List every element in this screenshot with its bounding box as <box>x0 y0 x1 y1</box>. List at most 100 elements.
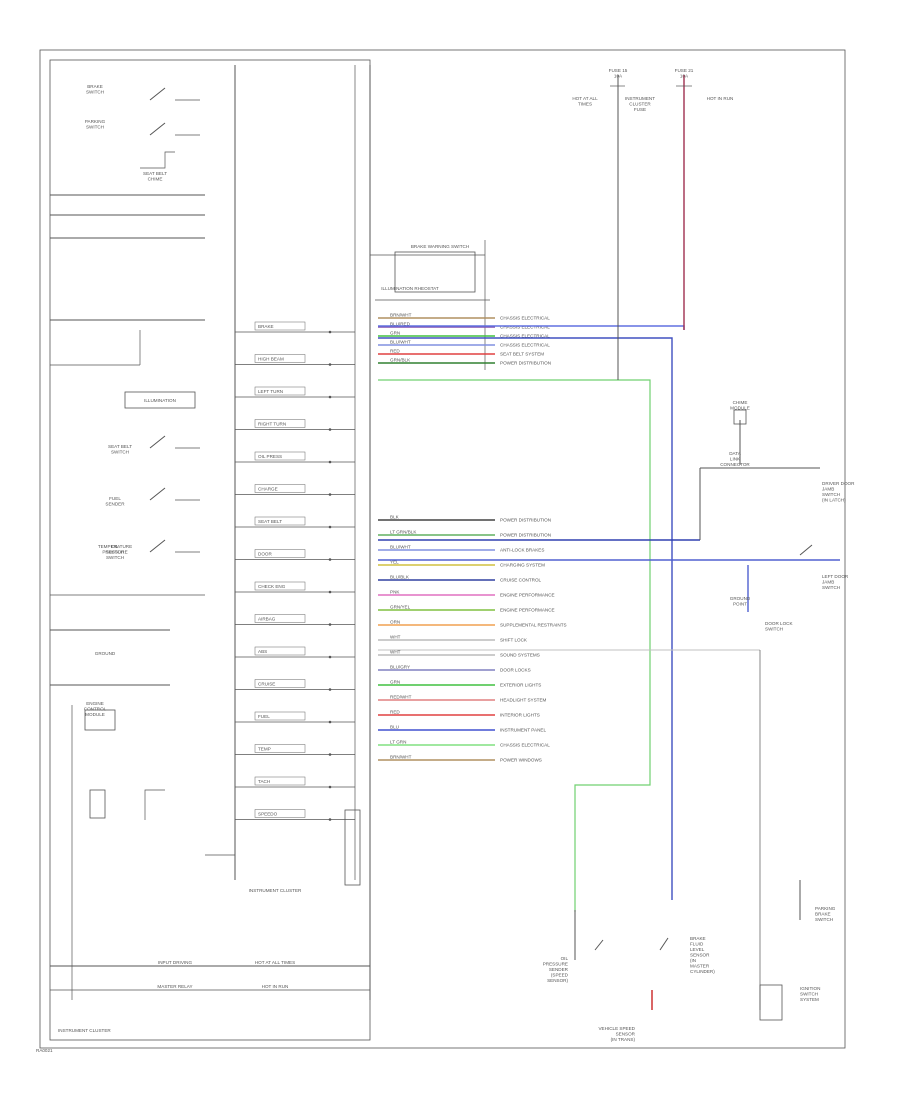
lower-wire-dest-8: SHIFT LOCK <box>500 638 528 643</box>
upper-wire-dest-4: SEAT BELT SYSTEM <box>500 352 544 357</box>
lower-wire-dest-0: POWER DISTRIBUTION <box>500 518 551 523</box>
cluster-indicator-9: AIRBAG <box>258 617 276 622</box>
upper-wire-dest-5: POWER DISTRIBUTION <box>500 361 551 366</box>
left-column-wiring <box>50 194 370 1000</box>
diagram-frame <box>39 49 846 1049</box>
bottom-label-2: HOT AT ALL TIMES <box>255 960 295 965</box>
lower-wire-code-7: ORN <box>390 620 400 625</box>
upper-wire-code-3: BLU/WHT <box>390 340 411 345</box>
lower-wire-code-3: YEL <box>390 560 399 565</box>
lower-wire-dest-4: CRUISE CONTROL <box>500 578 542 583</box>
lower-wire-code-8: WHT <box>390 635 401 640</box>
cluster-indicator-1: HIGH BEAM <box>258 357 284 362</box>
lower-wire-dest-3: CHARGING SYSTEM <box>500 563 545 568</box>
bottom-label-1: MASTER RELAY <box>157 984 192 989</box>
lower-wire-code-15: LT GRN <box>390 740 406 745</box>
lower-wire-code-12: RED/WHT <box>390 695 412 700</box>
lower-wire-dest-7: SUPPLEMENTAL RESTRAINTS <box>500 623 567 628</box>
cluster-indicator-4: OIL PRESS <box>258 454 282 459</box>
upper-wire-dest-3: CHASSIS ELECTRICAL <box>500 343 550 348</box>
cluster-indicator-8: CHECK ENG <box>258 584 286 589</box>
left-label-ground: GROUND <box>95 651 116 656</box>
upper-wire-code-1: BLU/RED <box>390 322 411 327</box>
corner-code: RA0021 <box>36 1048 53 1053</box>
cluster-indicator-10: ABS <box>258 649 267 654</box>
cluster-indicator-13: TEMP <box>258 747 271 752</box>
upper-wire-dest-2: CHASSIS ELECTRICAL <box>500 334 550 339</box>
cluster-indicator-0: BRAKE <box>258 324 274 329</box>
lower-wire-dest-15: CHASSIS ELECTRICAL <box>500 743 550 748</box>
connector-label-1: ILLUMINATION RHEOSTAT <box>381 286 439 291</box>
cluster-label: INSTRUMENT CLUSTER <box>249 888 302 893</box>
cluster-indicator-2: LEFT TURN <box>258 389 283 394</box>
lower-wire-dest-11: EXTERIOR LIGHTS <box>500 683 541 688</box>
lower-wire-dest-9: SOUND SYSTEMS <box>500 653 540 658</box>
upper-wire-dest-0: CHASSIS ELECTRICAL <box>500 316 550 321</box>
lower-wire-code-10: BLU/GRY <box>390 665 410 670</box>
cluster-indicator-3: RIGHT TURN <box>258 422 286 427</box>
bus-lines <box>234 65 371 1000</box>
left-switches <box>84 87 200 820</box>
upper-wire-code-4: RED <box>390 349 400 354</box>
cluster-indicator-11: CRUISE <box>258 682 275 687</box>
cluster-indicator-6: SEAT BELT <box>258 519 282 524</box>
cluster-indicator-15: SPEEDO <box>258 812 278 817</box>
instrument-cluster-box <box>49 59 371 1041</box>
lower-wire-code-14: BLU <box>390 725 399 730</box>
lower-wire-code-5: PNK <box>390 590 400 595</box>
connector-label-0: BRAKE WARNING SWITCH <box>411 244 469 249</box>
upper-wire-code-0: BRN/WHT <box>390 313 412 318</box>
lower-wire-dest-12: HEADLIGHT SYSTEM <box>500 698 547 703</box>
lower-wire-code-0: BLK <box>390 515 400 520</box>
bottom-label-0: INPUT DRIVING <box>158 960 193 965</box>
lower-wire-code-1: LT GRN/BLK <box>390 530 417 535</box>
left-label-illumination: ILLUMINATION <box>144 398 176 403</box>
cluster-indicator-14: TACH <box>258 779 270 784</box>
lower-wire-dest-1: POWER DISTRIBUTION <box>500 533 551 538</box>
lower-wire-dest-13: INTERIOR LIGHTS <box>500 713 540 718</box>
upper-wire-dest-1: CHASSIS ELECTRICAL <box>500 325 550 330</box>
upper-wire-code-5: GRN/BLK <box>390 358 411 363</box>
lower-wire-dest-14: INSTRUMENT PANEL <box>500 728 546 733</box>
lower-wire-code-9: WHT <box>390 650 401 655</box>
upper-connector <box>370 240 490 370</box>
colored-wires: BRN/WHT CHASSIS ELECTRICAL BLU/RED CHASSIS … <box>378 313 840 912</box>
cluster-indicator-5: CHARGE <box>258 487 278 492</box>
cluster-indicator-12: FUEL <box>258 714 270 719</box>
lower-wire-code-6: GRN/YEL <box>390 605 411 610</box>
lower-wire-code-16: BRN/WHT <box>390 755 412 760</box>
lower-wire-dest-2: ANTI-LOCK BRAKES <box>500 548 544 553</box>
lower-wire-dest-16: POWER WINDOWS <box>500 758 542 763</box>
lower-wire-code-2: BLU/WHT <box>390 545 411 550</box>
cluster-indicator-7: DOOR <box>258 552 272 557</box>
lower-wire-code-4: BLU/BLK <box>390 575 410 580</box>
lower-wire-dest-10: DOOR LOCKS <box>500 668 531 673</box>
cluster-indicator-rows: BRAKE HIGH BEAM LEFT TURN RIGHT TURN OIL PRE… <box>235 321 355 821</box>
upper-wire-code-2: GRN <box>390 331 400 336</box>
top-fuses <box>610 75 692 380</box>
